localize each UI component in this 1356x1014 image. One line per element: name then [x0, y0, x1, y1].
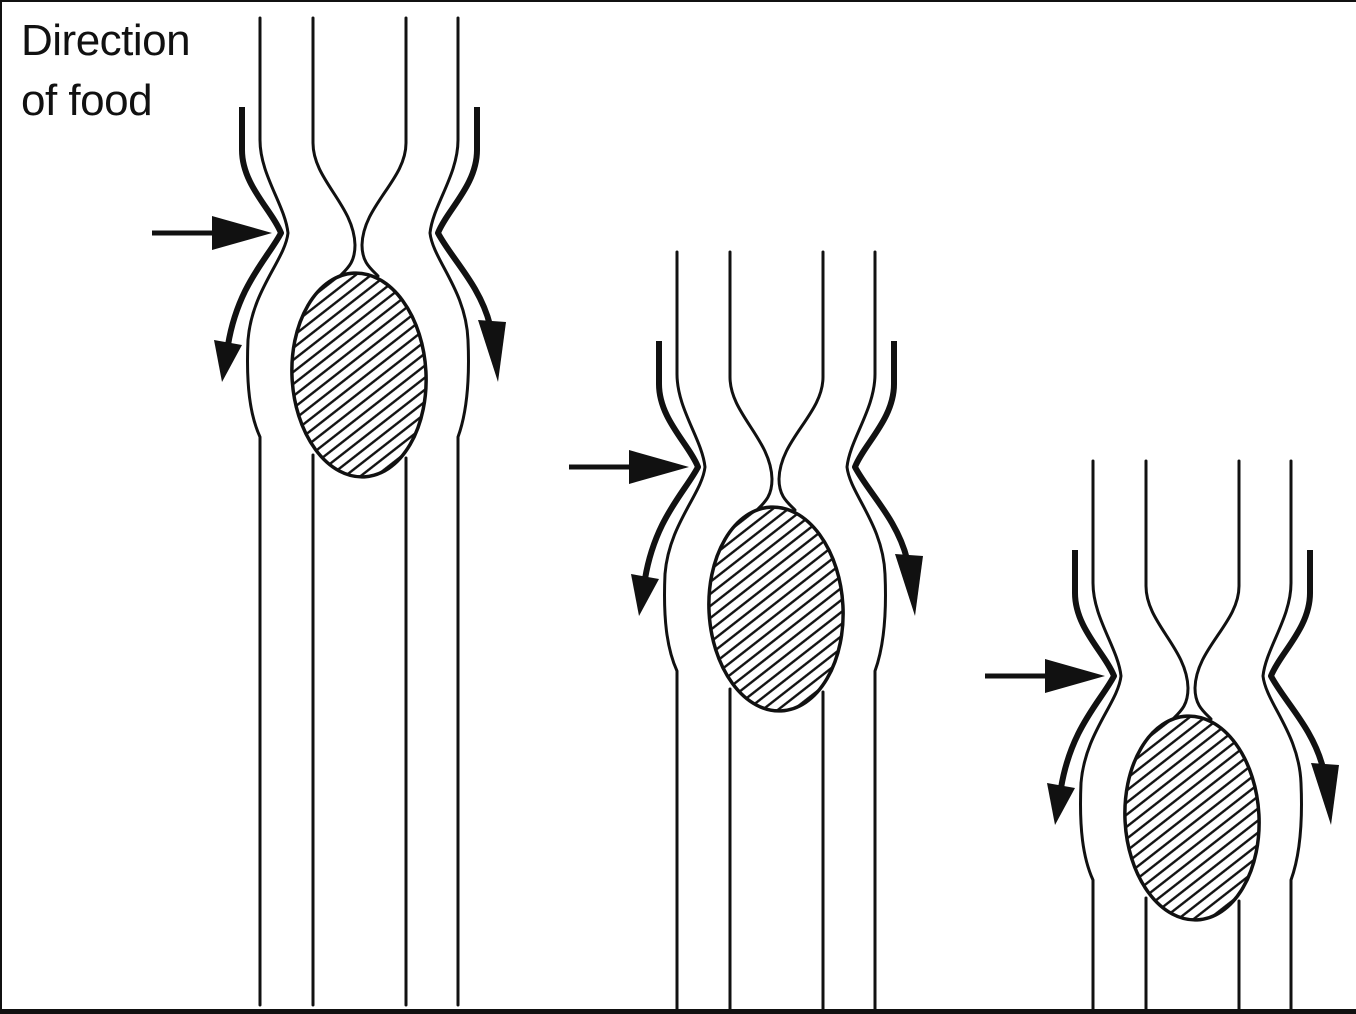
esophagus-segment-icon — [985, 461, 1339, 1014]
direction-of-food-label: Direction of food — [21, 11, 191, 131]
stage-1 — [152, 18, 506, 1005]
bottom-border — [0, 1009, 1356, 1014]
esophagus-segment-icon — [569, 252, 923, 1014]
label-line-2: of food — [21, 76, 153, 125]
label-line-1: Direction — [21, 16, 191, 65]
esophagus-segment-icon — [152, 18, 506, 1005]
stage-2 — [569, 252, 923, 1014]
stage-3 — [985, 461, 1339, 1014]
